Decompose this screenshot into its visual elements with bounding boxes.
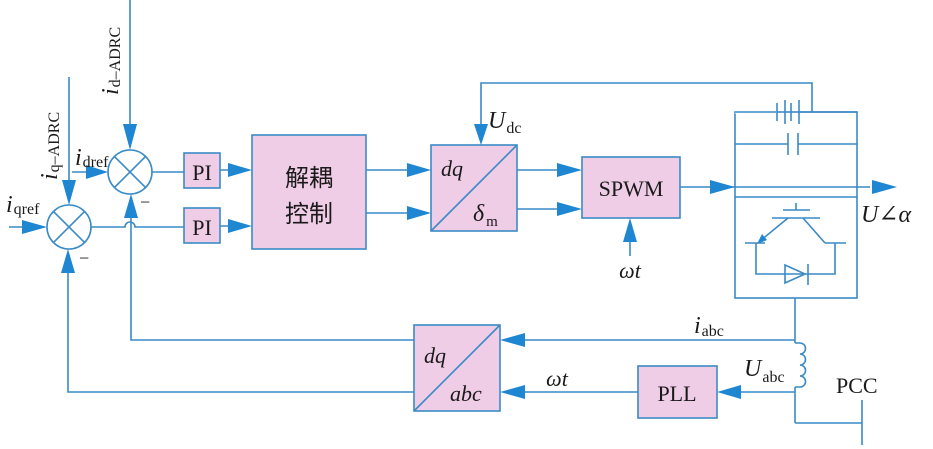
wire-i-qref: [9, 220, 47, 234]
omega-t-pll-label: ωt: [546, 366, 569, 391]
decoupling-label-2: 控制: [285, 200, 333, 228]
igbt-symbol: [745, 203, 846, 275]
wire-iq-feedback: [61, 249, 414, 393]
wire-udc-feedback: [474, 82, 813, 145]
svg-text:id–ADRC: id–ADRC: [98, 27, 124, 95]
decoupling-label-1: 解耦: [285, 164, 333, 192]
i-qref-label: iqref: [6, 192, 40, 218]
wire-i-d-adrc: [123, 0, 137, 150]
decoupling-control-block: [251, 134, 367, 250]
minus-sign-d: −: [140, 192, 150, 212]
u-abc-label: Uabc: [744, 356, 785, 386]
dq-abc-top-label: dq: [424, 343, 446, 368]
sum-junction-q: [46, 204, 92, 250]
wire-spwm-to-output: [680, 180, 897, 194]
abc-to-dq-block: [413, 324, 501, 412]
capacitor-symbol: [735, 133, 857, 155]
wire-decoupling-to-dq-2: [366, 206, 431, 220]
wire-dq-to-spwm-2: [517, 202, 582, 216]
wire-u-abc-to-pll: [717, 385, 795, 399]
diode-symbol: [784, 263, 809, 285]
inductor-symbol: [795, 342, 807, 388]
i-d-adrc-label: id–ADRC: [98, 27, 124, 95]
pi-d-block: [183, 152, 221, 189]
battery-symbol: [735, 100, 857, 124]
wire-pi-d-to-decoupling: [220, 163, 252, 177]
dq-delta-top-label: dq: [441, 156, 463, 181]
dq-to-delta-block: [430, 144, 518, 232]
sum-junction-d: [107, 149, 153, 195]
wire-pi-q-to-decoupling: [220, 219, 252, 233]
wire-id-feedback: [124, 194, 414, 341]
wire-i-dref: [72, 165, 108, 179]
output-voltage-label: U∠α: [861, 202, 911, 228]
u-dc-label: Udc: [488, 108, 521, 137]
wire-ac-line: [794, 298, 863, 445]
pi-q-block: [183, 207, 221, 244]
pi-d-label: PI: [192, 160, 212, 185]
converter-circuit: [734, 100, 858, 299]
i-dref-label: idref: [75, 145, 109, 171]
minus-sign-q: −: [79, 248, 89, 268]
pll-label: PLL: [657, 381, 696, 406]
spwm-label: SPWM: [599, 176, 664, 201]
omega-t-spwm-label: ωt: [619, 258, 642, 283]
wire-i-abc-feedback: [500, 333, 795, 347]
svg-text:iq–ADRC: iq–ADRC: [37, 112, 63, 180]
pi-q-label: PI: [192, 215, 212, 240]
i-q-adrc-label: iq–ADRC: [37, 112, 63, 180]
i-abc-label: iabc: [694, 313, 724, 340]
wire-dq-to-spwm-1: [517, 163, 582, 177]
wire-sum-q-to-pi: [91, 221, 184, 228]
wire-pll-to-dq-abc: [500, 385, 638, 399]
wire-i-q-adrc: [62, 77, 76, 205]
wire-omega-t-to-spwm: [623, 218, 637, 256]
wire-decoupling-to-dq-1: [366, 163, 431, 177]
spwm-block: [581, 156, 681, 219]
pcc-label: PCC: [836, 373, 878, 398]
dq-abc-bottom-label: abc: [450, 381, 482, 406]
